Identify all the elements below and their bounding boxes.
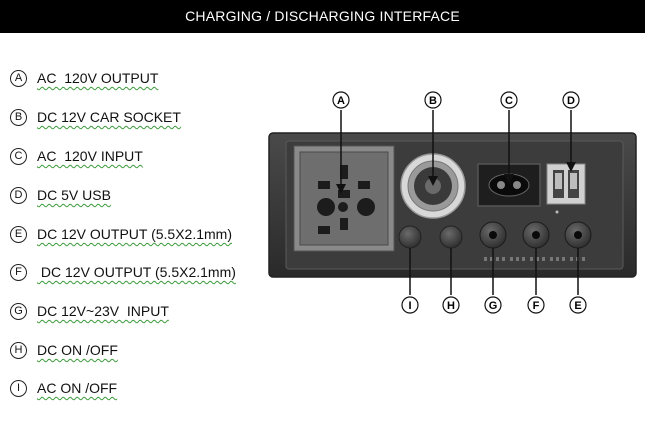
legend-item-f: F DC 12V OUTPUT (5.5X2.1mm) bbox=[10, 260, 236, 284]
legend-label-e: DC 12V OUTPUT (5.5X2.1mm) bbox=[37, 226, 233, 242]
letter-badge-a: A bbox=[10, 69, 27, 87]
callout-g: G bbox=[484, 296, 502, 314]
legend-label-i: AC ON /OFF bbox=[37, 380, 118, 396]
callout-arrowheads bbox=[336, 162, 576, 194]
legend-item-a: A AC 120V OUTPUT bbox=[10, 66, 158, 90]
legend-label-f: DC 12V OUTPUT (5.5X2.1mm) bbox=[37, 264, 236, 280]
dc-switch-icon bbox=[439, 225, 463, 249]
callout-d: D bbox=[562, 91, 580, 109]
callout-a: A bbox=[332, 91, 350, 109]
dc-output-jack-f-icon bbox=[522, 221, 550, 249]
letter-badge-h: H bbox=[10, 341, 27, 359]
letter-badge-f: F bbox=[10, 263, 27, 281]
legend-label-g: DC 12V~23V INPUT bbox=[37, 303, 169, 319]
letter-badge-b: B bbox=[10, 108, 27, 126]
letter-badge-e: E bbox=[10, 225, 27, 243]
legend-item-h: H DC ON /OFF bbox=[10, 338, 118, 362]
legend-item-b: B DC 12V CAR SOCKET bbox=[10, 105, 181, 129]
dc-input-jack-icon bbox=[479, 221, 507, 249]
ac-input-icon bbox=[477, 163, 541, 207]
legend-label-h: DC ON /OFF bbox=[37, 342, 118, 358]
legend-item-d: D DC 5V USB bbox=[10, 183, 111, 207]
callout-d-letter: D bbox=[567, 95, 575, 107]
callout-h-letter: H bbox=[447, 300, 455, 312]
callout-g-letter: G bbox=[489, 300, 498, 312]
legend-label-c: AC 120V INPUT bbox=[37, 148, 143, 164]
callout-f: F bbox=[527, 296, 545, 314]
legend-item-e: E DC 12V OUTPUT (5.5X2.1mm) bbox=[10, 222, 232, 246]
callout-b-letter: B bbox=[429, 95, 437, 107]
callout-h: H bbox=[442, 296, 460, 314]
legend-item-c: C AC 120V INPUT bbox=[10, 144, 143, 168]
callout-b: B bbox=[424, 91, 442, 109]
ac-switch-icon bbox=[398, 225, 422, 249]
legend-label-b: DC 12V CAR SOCKET bbox=[37, 109, 181, 125]
legend-label-a: AC 120V OUTPUT bbox=[37, 70, 159, 86]
callout-f-letter: F bbox=[533, 300, 540, 312]
callout-e-letter: E bbox=[574, 300, 581, 312]
callout-leaders bbox=[340, 110, 579, 295]
legend-label-d: DC 5V USB bbox=[37, 187, 111, 203]
callout-c-letter: C bbox=[505, 95, 513, 107]
callout-a-letter: A bbox=[337, 95, 345, 107]
callout-c: C bbox=[500, 91, 518, 109]
letter-badge-d: D bbox=[10, 186, 27, 204]
usb-ports-icon bbox=[546, 163, 586, 214]
legend-item-i: I AC ON /OFF bbox=[10, 376, 117, 400]
page-title: CHARGING / DISCHARGING INTERFACE bbox=[0, 0, 645, 33]
letter-badge-c: C bbox=[10, 147, 27, 165]
legend-item-g: G DC 12V~23V INPUT bbox=[10, 299, 169, 323]
letter-badge-g: G bbox=[10, 302, 27, 320]
ac-outlet-icon bbox=[293, 145, 395, 252]
callout-i: I bbox=[401, 296, 419, 314]
callout-i-letter: I bbox=[408, 300, 411, 312]
dc-output-jack-e-icon bbox=[564, 221, 592, 249]
callout-e: E bbox=[569, 296, 587, 314]
letter-badge-i: I bbox=[10, 379, 27, 397]
